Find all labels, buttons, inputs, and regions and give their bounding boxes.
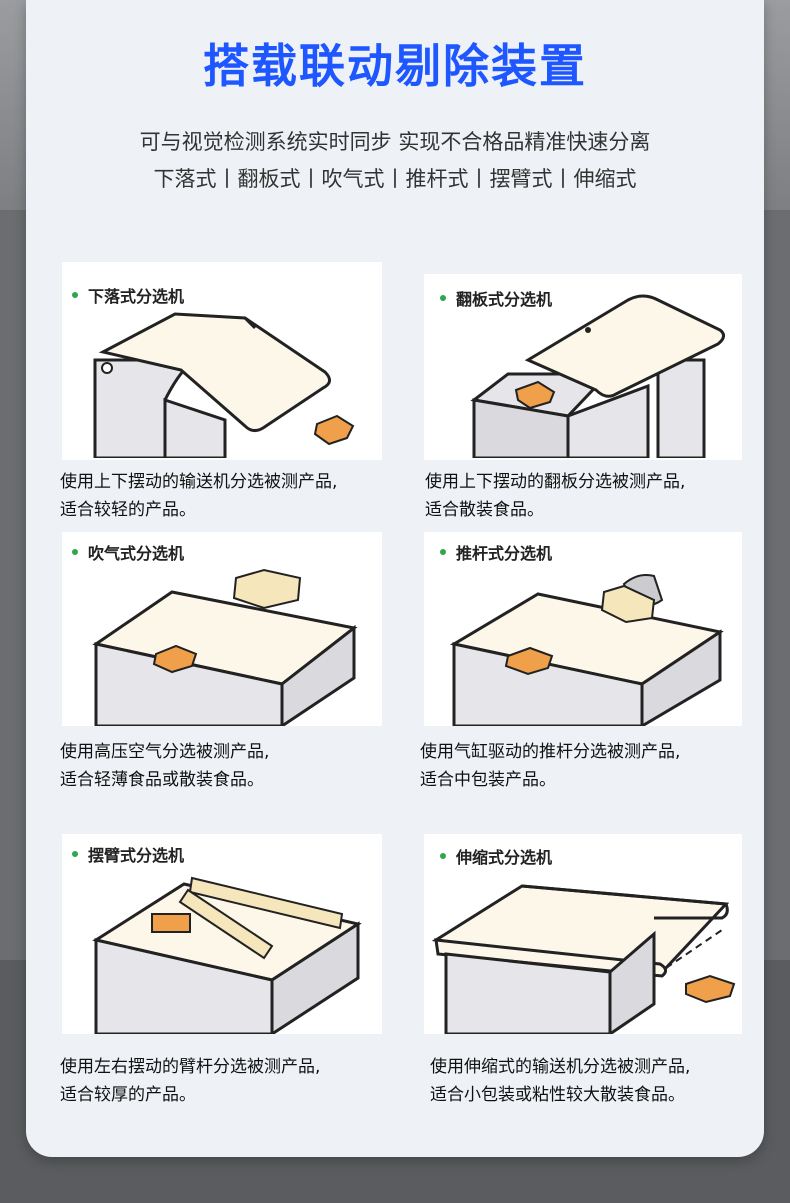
bullet-dot bbox=[440, 549, 446, 555]
bullet-dot bbox=[440, 295, 446, 301]
bullet-dot bbox=[72, 549, 78, 555]
telescopic-sorter-illustration bbox=[431, 884, 736, 1034]
product-block bbox=[685, 974, 736, 1004]
page-subtitle: 可与视觉检测系统实时同步 实现不合格品精准快速分离 bbox=[139, 130, 651, 154]
label-air-sorter: 吹气式分选机 bbox=[72, 540, 184, 564]
bullet-dot bbox=[72, 292, 78, 298]
product-block bbox=[152, 644, 198, 674]
air-sorter-illustration bbox=[92, 568, 358, 726]
arm-sorter-illustration bbox=[92, 876, 362, 1034]
page-title: 搭载联动剔除装置 bbox=[203, 39, 587, 93]
swing-arm-rail bbox=[188, 876, 344, 930]
pusher-head bbox=[600, 584, 656, 624]
label-pusher-sorter: 推杆式分选机 bbox=[440, 540, 552, 564]
sorter-types-list: 下落式丨翻板式丨吹气式丨推杆式丨摆臂式丨伸缩式 bbox=[153, 167, 637, 191]
label-telescopic-sorter: 伸缩式分选机 bbox=[440, 844, 552, 868]
air-nozzle-block bbox=[232, 568, 302, 610]
drop-sorter-illustration bbox=[93, 312, 355, 458]
product-block bbox=[151, 913, 191, 933]
desc-telescopic-sorter: 使用伸缩式的输送机分选被测产品, 适合小包装或粘性较大散装食品。 bbox=[430, 1057, 691, 1105]
product-block bbox=[504, 646, 554, 676]
desc-arm-sorter: 使用左右摆动的臂杆分选被测产品, 适合较厚的产品。 bbox=[60, 1057, 321, 1105]
product-block bbox=[514, 380, 556, 410]
desc-drop-sorter: 使用上下摆动的输送机分选被测产品, 适合较轻的产品。 bbox=[60, 472, 338, 520]
desc-flap-sorter: 使用上下摆动的翻板分选被测产品, 适合散装食品。 bbox=[425, 472, 686, 520]
flap-sorter-illustration bbox=[470, 294, 725, 458]
label-drop-sorter: 下落式分选机 bbox=[72, 283, 184, 307]
desc-air-sorter: 使用高压空气分选被测产品, 适合轻薄食品或散装食品。 bbox=[60, 742, 270, 790]
product-block bbox=[313, 414, 355, 446]
bullet-dot bbox=[440, 853, 446, 859]
bullet-dot bbox=[72, 851, 78, 857]
swing-arm bbox=[178, 888, 274, 960]
label-flap-sorter: 翻板式分选机 bbox=[440, 286, 552, 310]
desc-pusher-sorter: 使用气缸驱动的推杆分选被测产品, 适合中包装产品。 bbox=[420, 742, 681, 790]
pusher-sorter-illustration bbox=[449, 574, 724, 726]
label-arm-sorter: 摆臂式分选机 bbox=[72, 842, 184, 866]
